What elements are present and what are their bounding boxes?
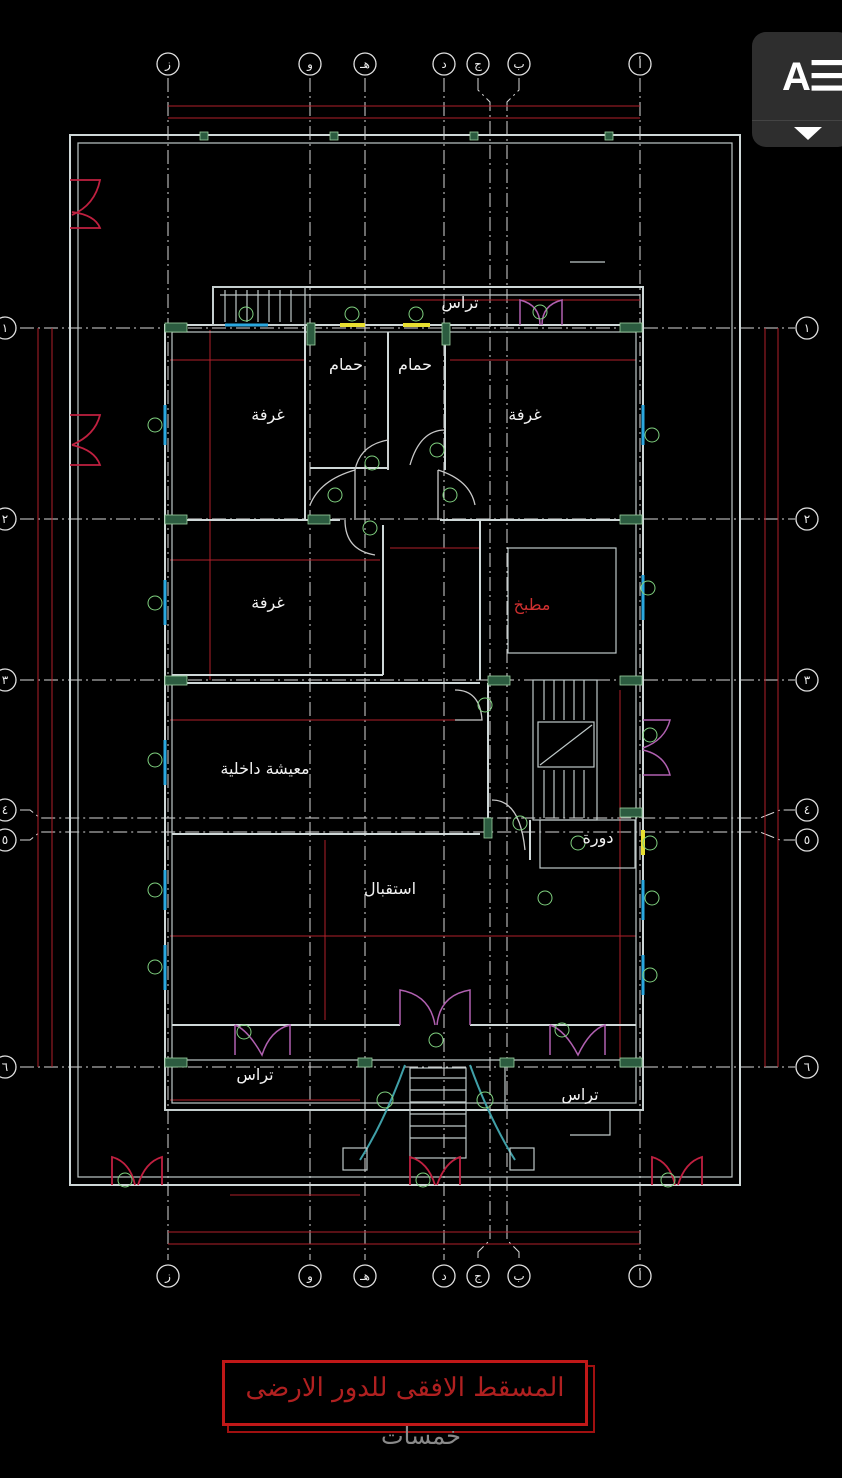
svg-text:١: ١ [804, 321, 810, 335]
svg-text:٣: ٣ [804, 673, 811, 687]
svg-text:٣: ٣ [2, 673, 9, 687]
label-room-w: غرفة [251, 593, 284, 613]
doors [70, 179, 703, 1186]
windows [163, 323, 645, 995]
svg-text:د: د [441, 1269, 446, 1283]
svg-text:٤: ٤ [2, 803, 8, 817]
staircase [212, 286, 598, 1171]
drawing-title: المسقط الافقى للدور الارضى [245, 1373, 565, 1403]
grid-bubbles-bottom: ز و هـ د ج ب أ [156, 1264, 652, 1288]
label-terrace-se: تراس [561, 1085, 598, 1105]
svg-text:ج: ج [474, 1269, 482, 1283]
svg-text:١: ١ [2, 321, 8, 335]
svg-text:٢: ٢ [2, 512, 8, 526]
label-room-nw: غرفة [251, 405, 284, 425]
room-labels: تراس حمام حمام غرفة غرفة غرفة مطبخ معيشة… [220, 293, 613, 1105]
label-room-ne: غرفة [508, 405, 541, 425]
svg-text:و: و [306, 57, 313, 72]
grid-axes [20, 78, 795, 1262]
columns [164, 131, 643, 1068]
label-bath-1: حمام [329, 355, 363, 374]
svg-text:د: د [441, 57, 446, 71]
grid-bubbles-left: ١ ٢ ٣ ٤ ٥ ٦ [0, 316, 17, 1079]
element-tags [117, 304, 676, 1188]
label-living: معيشة داخلية [220, 759, 309, 778]
svg-text:أ: أ [638, 56, 641, 71]
label-bath-2: حمام [398, 355, 432, 374]
svg-text:٥: ٥ [2, 833, 8, 847]
grid-bubbles-right: ١ ٢ ٣ ٤ ٥ ٦ [795, 316, 819, 1079]
svg-text:٦: ٦ [2, 1060, 8, 1074]
svg-text:هـ: هـ [359, 1269, 370, 1283]
svg-text:ج: ج [474, 57, 482, 71]
svg-text:٥: ٥ [804, 833, 810, 847]
svg-text:هـ: هـ [359, 57, 370, 71]
text-format-icon: A☰ [782, 55, 842, 99]
svg-text:٤: ٤ [804, 803, 810, 817]
label-wc: دورة [583, 828, 614, 848]
svg-text:ب: ب [513, 1269, 524, 1283]
chevron-down-icon[interactable] [794, 127, 822, 140]
svg-text:و: و [306, 1269, 313, 1284]
label-terrace-sw: تراس [236, 1065, 273, 1085]
label-reception: استقبال [364, 879, 416, 898]
svg-text:ز: ز [164, 57, 171, 72]
svg-text:أ: أ [638, 1268, 641, 1283]
drawing-title-block: المسقط الافقى للدور الارضى [222, 1360, 588, 1426]
text-style-button[interactable]: A☰ [752, 32, 842, 147]
watermark: خمسات [380, 1422, 462, 1450]
divider [752, 120, 842, 121]
grid-bubbles-top: ز و هـ د ج ب أ [156, 52, 652, 76]
svg-text:ب: ب [513, 57, 524, 71]
svg-text:٦: ٦ [804, 1060, 810, 1074]
label-terrace-top: تراس [441, 293, 478, 313]
svg-text:ز: ز [164, 1269, 171, 1284]
label-kitchen: مطبخ [514, 595, 551, 615]
dimension-lines [37, 105, 779, 1245]
svg-text:٢: ٢ [804, 512, 810, 526]
